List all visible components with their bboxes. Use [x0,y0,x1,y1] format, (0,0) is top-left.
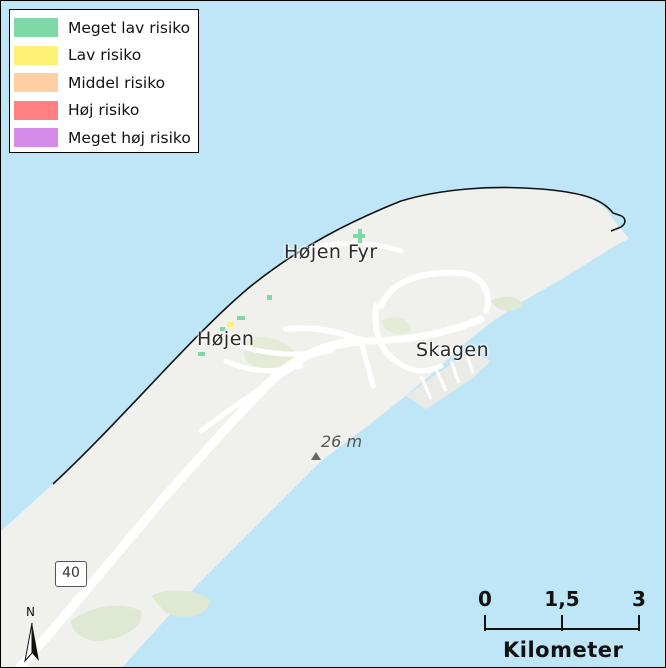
legend-label: Meget lav risiko [68,18,191,37]
legend-label: Meget høj risiko [68,128,191,147]
place-label-skagen: Skagen [416,339,490,361]
scale-tick-label: 0 [478,587,492,611]
place-label-hojen-fyr: Højen Fyr [284,241,378,263]
scale-tick-label: 3 [632,587,646,611]
legend-item-medium: Middel risiko [14,69,198,97]
legend-label: Middel risiko [68,73,166,92]
legend-swatch [14,45,58,65]
legend-item-very-high: Meget høj risiko [14,124,198,152]
legend-item-low: Lav risiko [14,42,198,70]
risk-cell-very-low [198,352,205,356]
legend-swatch [14,18,58,38]
legend-swatch [14,100,58,120]
coastline [52,186,626,485]
scale-bar-lines [484,615,640,631]
risk-cell-low [227,322,233,327]
legend-swatch [14,73,58,93]
elevation-triangle [311,452,321,460]
road-network [16,241,491,667]
vegetation-patch [71,605,142,641]
risk-cells [198,229,365,356]
risk-cell-very-low [267,295,272,300]
north-arrow-icon [24,622,39,663]
legend-item-high: Høj risiko [14,97,198,125]
legend-label: Høj risiko [68,101,140,120]
harbour-piers [419,352,475,400]
legend-item-very-low: Meget lav risiko [14,14,198,42]
legend-label: Lav risiko [68,46,142,65]
legend: Meget lav risiko Lav risiko Middel risik… [9,9,199,153]
vegetation-patch [151,590,211,617]
risk-cell-very-low [220,327,225,331]
scale-tick-label: 1,5 [544,587,580,611]
risk-cell-very-low [237,316,245,320]
road-shield: 40 [55,561,87,587]
risk-cell-very-low [358,229,362,243]
vegetation-patch [491,296,523,311]
elevation-label: 26 m [321,432,363,451]
land-area [1,187,629,667]
scale-unit-label: Kilometer [503,638,624,662]
vegetation-patch [381,317,411,335]
place-label-hojen: Højen [197,328,255,350]
legend-swatch [14,128,58,148]
north-label: N [26,605,35,619]
